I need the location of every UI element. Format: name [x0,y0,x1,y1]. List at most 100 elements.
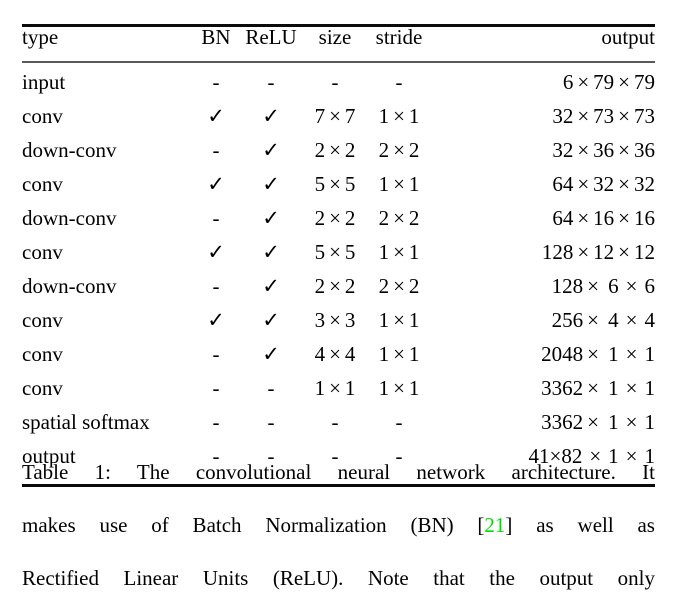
times-symbol: × [329,172,341,196]
citation-reference-21[interactable]: 21 [484,513,506,537]
bn-dash: - [212,138,220,162]
times-symbol: × [625,308,638,332]
output-value: 32×73×73 [552,104,655,128]
times-symbol: × [625,410,638,434]
cell-output: 2048× 1×1 [432,341,655,375]
cell-type: conv [22,308,63,332]
cell-relu: ✓ [238,103,304,137]
table-row[interactable]: input----6×79×79 [22,69,655,103]
cell-output: 256× 4×4 [432,307,655,341]
check-icon: ✓ [262,274,280,298]
times-symbol: × [618,172,630,196]
stride-value: 1×1 [378,240,420,264]
cell-bn: - [194,409,238,443]
stride-value: 2×2 [378,274,420,298]
times-symbol: × [393,376,405,400]
cell-stride: 2×2 [366,205,432,239]
cell-stride: 1×1 [366,307,432,341]
cell-size: - [304,443,366,477]
output-value: 3362× 1×1 [541,376,655,400]
times-symbol: × [618,240,630,264]
cell-stride: 1×1 [366,341,432,375]
times-symbol: × [577,240,590,264]
cell-stride: 1×1 [366,171,432,205]
stride-value: 1×1 [378,172,420,196]
cell-stride: - [366,443,432,477]
cell-relu: ✓ [238,205,304,239]
size-value: 2×2 [314,274,356,298]
times-symbol: × [625,274,638,298]
output-value: 32×36×36 [552,138,655,162]
output-value: 64×32×32 [552,172,655,196]
check-icon: ✓ [262,240,280,264]
output-value: 3362× 1×1 [541,410,655,434]
cell-bn: - [194,341,238,375]
times-symbol: × [618,138,630,162]
times-symbol: × [393,172,405,196]
times-symbol: × [577,70,590,94]
caption-line-3: Rectified Linear Units (ReLU). Note that… [22,566,655,590]
cell-bn: - [194,69,238,103]
cell-relu: ✓ [238,307,304,341]
cell-relu: ✓ [238,137,304,171]
cell-output: 6×79×79 [432,69,655,103]
times-symbol: × [618,104,630,128]
check-icon: ✓ [207,172,225,196]
column-header-output: output [601,25,655,49]
bn-dash: - [212,376,220,400]
relu-dash: - [267,444,275,468]
cell-relu: ✓ [238,273,304,307]
cell-bn: - [194,205,238,239]
times-symbol: × [577,104,590,128]
table-row[interactable]: spatial softmax----3362× 1×1 [22,409,655,443]
output-value: 64×16×16 [552,206,655,230]
cell-relu: ✓ [238,239,304,273]
table-header-group: type BN ReLU size stride output [22,27,655,61]
cell-bn: ✓ [194,307,238,341]
caption-line-1: Table 1: The convolutional neural networ… [22,459,655,512]
column-header-bn: BN [201,25,231,49]
cell-stride: 1×1 [366,103,432,137]
times-symbol: × [329,376,341,400]
cell-output: 3362× 1×1 [432,375,655,409]
stride-dash: - [395,444,403,468]
cell-output: 32×73×73 [432,103,655,137]
times-symbol: × [393,342,405,366]
stride-dash: - [395,70,403,94]
check-icon: ✓ [262,138,280,162]
times-symbol: × [577,206,590,230]
caption-line-2-pre: makes use of Batch Normalization (BN) [ [22,513,485,537]
cell-size: - [304,409,366,443]
stride-dash: - [395,410,403,434]
check-icon: ✓ [262,104,280,128]
times-symbol: × [625,444,638,468]
times-symbol: × [329,274,341,298]
stride-value: 2×2 [378,206,420,230]
size-dash: - [331,70,339,94]
size-dash: - [331,410,339,434]
column-header-size: size [318,25,352,49]
output-value: 256× 4×4 [551,308,655,332]
cell-bn: - [194,273,238,307]
cell-relu: - [238,69,304,103]
table-row[interactable]: output----41×82×1×1 [22,443,655,477]
architecture-table: type BN ReLU size stride output [22,27,655,61]
output-value: 128× 6×6 [551,274,655,298]
stride-value: 1×1 [378,308,420,332]
cell-output: 128× 6×6 [432,273,655,307]
output-value: 128×12×12 [541,240,655,264]
bn-dash: - [212,274,220,298]
cell-size: 7×7 [304,103,366,137]
check-icon: ✓ [207,308,225,332]
